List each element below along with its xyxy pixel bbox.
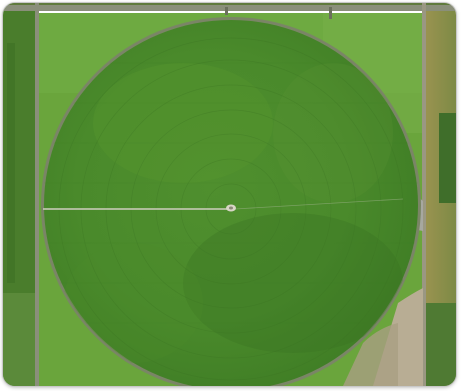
left-dirt-road [35, 3, 39, 386]
crop-circle [41, 17, 421, 386]
top-dirt-road [3, 5, 456, 11]
right-dirt-road [422, 3, 426, 386]
aerial-photo-frame [3, 3, 456, 386]
aerial-photo [3, 3, 456, 386]
